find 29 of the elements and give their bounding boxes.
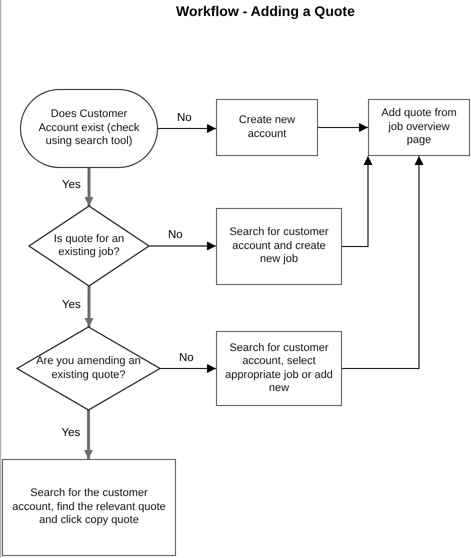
arrow [318,123,368,132]
decision-diamond [17,327,160,410]
step-text: Create new account [238,114,296,141]
edge-label: Yes [61,298,82,312]
process-box [2,459,176,556]
step-text: Search for the customer account, find the relevant quote and click copy quote [11,487,167,528]
arrow [148,242,216,250]
diagram-title: Workflow - Adding a Quote [176,3,355,19]
decision-diamond [29,206,149,286]
step-text: Search for customer account, select appropriate job or add new [225,342,333,396]
edge-label: No [176,112,193,124]
process-box [368,99,470,156]
arrow [84,286,94,327]
process-box [216,331,342,406]
arrow [158,124,216,133]
step-text: Is quote for an existing job? [52,232,126,260]
arrow [342,156,424,369]
process-box [216,208,342,285]
arrow [160,364,216,373]
arrow [84,168,94,206]
step-text: Are you amending an existing quote? [35,355,142,382]
step-text: Search for customer account and create new job [228,226,330,267]
arrow [84,410,93,459]
edge-label: Yes [60,426,82,440]
edge-label: No [178,352,195,364]
arrow [342,156,372,247]
step-text: Does Customer Account exist (check using search tool) [38,108,140,149]
step-text: Add quote from job overview page [380,107,458,148]
process-box [216,99,318,156]
